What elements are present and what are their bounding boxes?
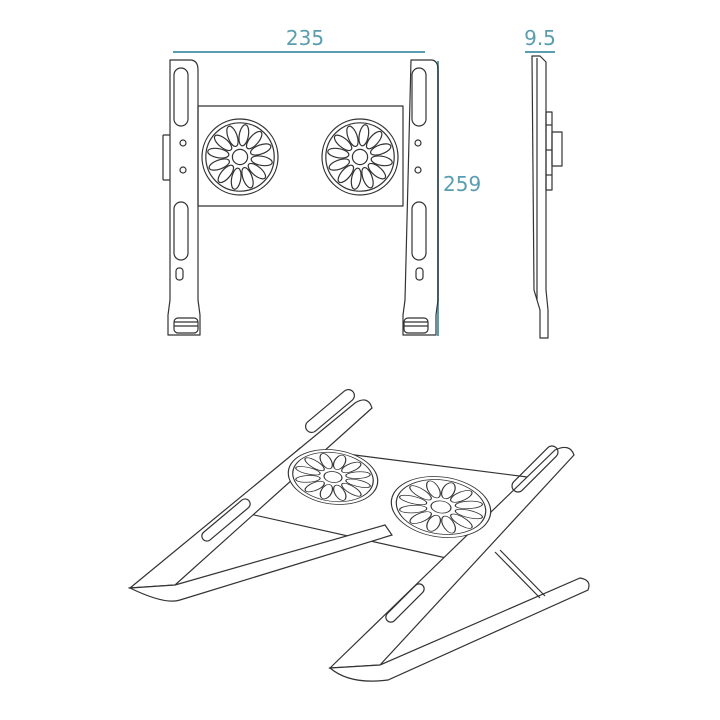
fan-hub [231, 148, 249, 166]
fan-vent [341, 482, 362, 497]
fan-vent [226, 125, 239, 148]
fan-vent [367, 162, 387, 180]
width-dimension: 235 [173, 26, 425, 53]
side-view [531, 55, 563, 339]
fan-vent [346, 125, 359, 148]
perspective-view [127, 388, 590, 682]
thickness-label: 9.5 [524, 26, 556, 50]
fan-vent [247, 162, 267, 180]
fan-vent [304, 457, 325, 472]
fan-rim [287, 449, 379, 505]
fan-vent [295, 475, 321, 483]
thickness-dimension: 9.5 [524, 26, 556, 53]
left-leg [162, 59, 201, 336]
perspective-right-leg [328, 445, 590, 682]
perspective-left-leg [127, 388, 393, 602]
fan-vent [341, 461, 362, 474]
width-label: 235 [286, 26, 324, 50]
fan-hub [323, 471, 343, 483]
fan-vent [332, 454, 347, 470]
fan-vent [327, 147, 350, 159]
fan-hub [351, 148, 369, 166]
height-label: 259 [443, 172, 481, 196]
fan-vent [245, 130, 263, 150]
fan-vent [426, 514, 441, 532]
fan-vent [319, 453, 333, 470]
fan-vent [328, 158, 351, 171]
fan-vent [319, 484, 334, 500]
fan-right [321, 118, 399, 196]
fan-vent [365, 130, 383, 150]
fan-left [201, 118, 279, 196]
fan-vent [345, 471, 371, 479]
fan-vent [409, 511, 432, 524]
fan-vent [426, 480, 441, 499]
fan-vent [304, 480, 325, 493]
fan-vent [333, 484, 347, 501]
fan-vent [358, 124, 370, 147]
fan-vent [213, 134, 233, 152]
fan-vent [345, 478, 371, 488]
fan-vent [441, 515, 456, 534]
fan-vent [337, 164, 355, 184]
fan-vent [450, 490, 473, 503]
fan-vent [217, 164, 235, 184]
fan-vent [454, 508, 483, 520]
fan-vent [249, 143, 272, 156]
fan-vent [450, 513, 473, 529]
fan-vent [295, 466, 321, 476]
fan-vent [333, 134, 353, 152]
fan-vent [241, 166, 254, 189]
fan-vent [238, 124, 250, 147]
front-view [162, 59, 439, 336]
fan-vent [399, 504, 428, 514]
fan-vent [350, 167, 362, 190]
fan-vent [409, 485, 432, 501]
right-leg [402, 59, 439, 336]
fan-vent [369, 143, 392, 156]
fan-rim [201, 118, 279, 196]
fan-vent [208, 158, 231, 171]
fan-vent [207, 147, 230, 159]
fan-vent [230, 167, 242, 190]
height-dimension: 259 [437, 61, 481, 336]
fan-vent [441, 482, 456, 500]
fan-vent [361, 166, 374, 189]
fan-vent [399, 494, 428, 506]
fan-vent [250, 155, 273, 167]
fan-vent [454, 500, 483, 510]
perspective-fan-right [390, 476, 492, 538]
fan-vent [370, 155, 393, 167]
fan-rim [321, 118, 399, 196]
perspective-fan-left [287, 449, 379, 505]
fan-hub [430, 500, 452, 514]
fan-rim [390, 476, 492, 538]
